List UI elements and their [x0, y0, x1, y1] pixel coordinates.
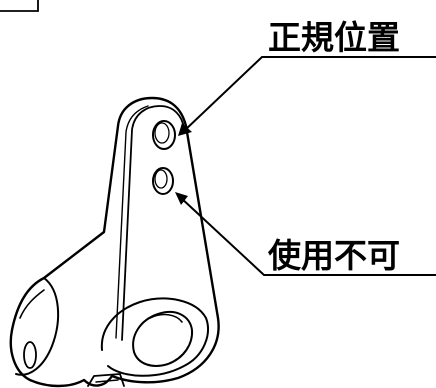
label-correct-position: 正規位置 — [268, 18, 400, 57]
bottom-stub — [87, 373, 125, 387]
bracket-foot — [15, 277, 60, 376]
lower-hole-unusable — [152, 167, 174, 195]
callout-correct-position: 正規位置 — [178, 18, 436, 136]
lower-hole-inner — [149, 313, 183, 323]
bracket-part — [9, 96, 220, 388]
foot-edge — [19, 289, 45, 319]
bracket-face-edge-2 — [115, 105, 149, 339]
arrowhead-not-usable — [175, 192, 188, 205]
upper-hole-correct — [152, 120, 176, 150]
corner-frame — [0, 0, 39, 12]
leader-line-not-usable — [179, 196, 436, 276]
upper-hole-correct-inner — [154, 122, 170, 144]
lower-hole-unusable-inner — [154, 169, 168, 189]
bracket-boss — [100, 297, 209, 377]
label-not-usable: 使用不可 — [268, 236, 400, 275]
callout-not-usable: 使用不可 — [175, 192, 436, 276]
leader-line-correct — [183, 56, 436, 132]
bottom-stub-line — [95, 379, 119, 383]
foot-slot — [23, 341, 37, 369]
arrowhead-correct — [178, 123, 192, 136]
bracket-outline — [9, 96, 220, 388]
lower-hole — [132, 311, 194, 367]
bracket-face-edge — [121, 105, 185, 341]
